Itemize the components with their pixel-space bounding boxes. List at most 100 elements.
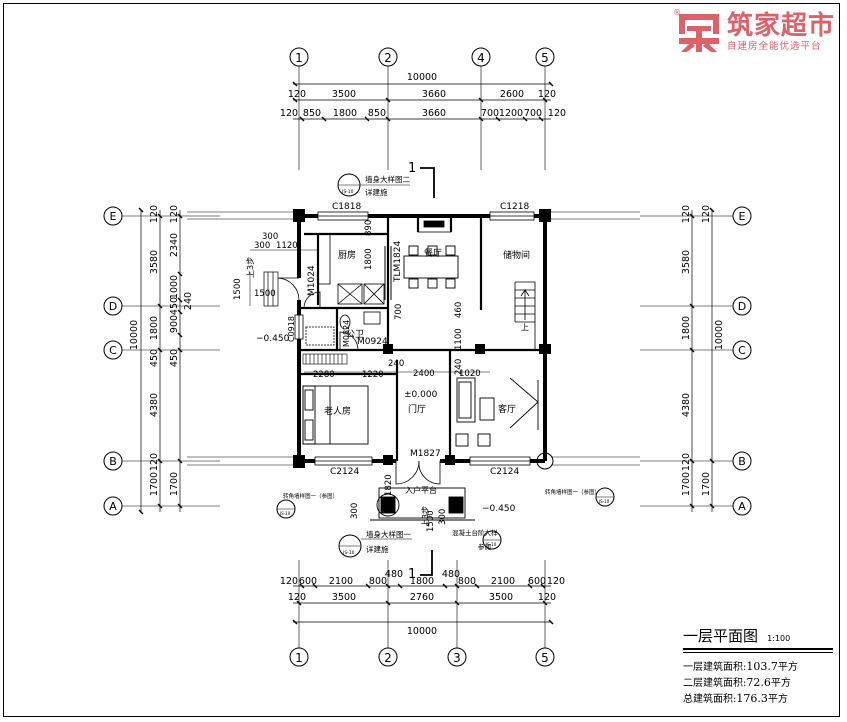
- dim-top-r1-4: 120: [538, 89, 556, 100]
- axis-bottom-1: 1: [295, 651, 303, 665]
- axis-bubbles-right: E D C B A: [732, 206, 752, 516]
- drawing-scale: 1:100: [767, 634, 791, 643]
- dim-left-total: 10000: [129, 320, 140, 350]
- area-label-2: 二层建筑面积:: [683, 678, 747, 689]
- dim-bot-r2-2: 2760: [410, 592, 434, 603]
- axis-left-B: B: [109, 455, 117, 468]
- brand-logo[interactable]: 筑家超市 自建房全能优选平台 ®: [673, 8, 835, 52]
- axis-bubbles-top: 1 2 4 5: [289, 47, 555, 67]
- dim-top-r1-0: 120: [288, 89, 306, 100]
- detail-bottom-sub: 详建施: [366, 544, 389, 554]
- detail-left-label: 转角墙样图一（参图）: [283, 492, 338, 500]
- dim-top-r2-1: 850: [303, 108, 321, 119]
- label-m1024: M1024: [307, 265, 317, 296]
- detail-right-label: 转角墙样图一（参图）: [545, 488, 600, 496]
- dim-top-r2-0: 120: [280, 108, 298, 119]
- area-unit-2: 平方: [770, 678, 791, 689]
- room-bath: 公卫: [346, 329, 364, 340]
- dim-right-r2-1: 1700: [701, 472, 712, 496]
- label-step-left: 上3步: [246, 257, 255, 278]
- brand-slogan: 自建房全能优选平台: [726, 40, 822, 52]
- idim-1500c: 1500: [426, 510, 436, 532]
- axis-bubbles-bottom: 1 2 3 5: [289, 647, 555, 667]
- area-unit-3: 平方: [767, 694, 788, 705]
- idim-300b: 300: [254, 241, 270, 251]
- area-label-3: 总建筑面积:: [683, 694, 737, 705]
- idim-890: 890: [364, 220, 374, 236]
- axis-right-D: D: [738, 300, 746, 313]
- dim-bot-r1-0: 120: [280, 576, 298, 587]
- detail-top-label: 墙身大样图二: [365, 174, 410, 184]
- columns: [293, 209, 551, 468]
- detail-code-left: JS-10: [279, 511, 291, 516]
- area-row-2: 二层建筑面积:72.6平方: [683, 675, 833, 691]
- axis-left-A: A: [109, 500, 117, 513]
- room-dining: 餐厅: [424, 247, 442, 259]
- axis-lines: [122, 66, 733, 648]
- dim-bot-r2-4: 120: [538, 592, 556, 603]
- sliding-door: [384, 246, 392, 300]
- idim-460: 460: [454, 302, 464, 318]
- windows: [294, 211, 535, 466]
- label-c0918: C0918: [287, 316, 296, 342]
- kitchen-fixtures: [317, 233, 385, 305]
- dim-top-r1-2: 3660: [422, 89, 446, 100]
- detail-entry-label: 混凝土台阶大样: [452, 528, 498, 537]
- label-c2124-right: C2124: [490, 467, 519, 477]
- room-living: 客厅: [498, 403, 516, 415]
- detail-top-sub: 详建施: [365, 187, 388, 197]
- axis-top-2: 2: [384, 51, 392, 65]
- idim-300c: 300: [350, 503, 360, 519]
- dim-bot-r1-8: 2100: [491, 576, 515, 587]
- dim-left-r1-0: 120: [149, 205, 160, 223]
- idim-2280: 2280: [313, 370, 335, 380]
- idim-700: 700: [394, 304, 404, 320]
- detail-callout-right: JS-10 转角墙样图一（参图）: [545, 487, 615, 507]
- label-m0824: M0824: [342, 320, 351, 347]
- dining-table: [403, 245, 459, 289]
- dim-bot-r1-2: 2100: [329, 576, 353, 587]
- idim-240: 240: [454, 359, 464, 375]
- dim-top-total: 10000: [407, 72, 437, 83]
- dim-top-r2-3: 850: [368, 108, 386, 119]
- bathroom-fixtures: [305, 311, 381, 346]
- area-row-1: 一层建筑面积:103.7平方: [683, 659, 833, 675]
- label-elev-neg-right: −0.450: [482, 504, 516, 514]
- area-value-3: 176.3: [736, 692, 768, 705]
- dim-left-r1-1: 3580: [149, 250, 160, 274]
- brand-mark-icon: [678, 14, 719, 52]
- dim-top-r2-5: 700: [481, 108, 499, 119]
- ground-lines: [187, 211, 640, 466]
- dim-top-r2-7: 700: [524, 108, 542, 119]
- dim-left-r2-3: 450: [169, 297, 180, 315]
- dim-left-r1-6: 1700: [149, 472, 160, 496]
- label-c1818: C1818: [332, 202, 361, 212]
- axis-right-E: E: [739, 210, 746, 223]
- idim-1500: 1500: [233, 278, 243, 300]
- dim-bot-r1-5: 1800: [410, 576, 434, 587]
- axis-top-5: 5: [541, 51, 549, 65]
- dim-right-r1-0: 120: [681, 205, 692, 223]
- dim-right-r1-3: 4380: [681, 393, 692, 417]
- dim-left-r2-1: 2340: [169, 233, 180, 257]
- dim-right-r1-4: 120: [681, 453, 692, 471]
- section-mark-top: 1: [408, 161, 416, 176]
- label-c2124-left: C2124: [330, 467, 359, 477]
- dim-bot-r2-3: 3500: [489, 592, 513, 603]
- axis-left-D: D: [109, 300, 117, 313]
- dim-top-r2-4: 3660: [422, 108, 446, 119]
- dims-bottom: [292, 583, 554, 625]
- axis-bottom-5: 5: [541, 651, 549, 665]
- entry-platform: [370, 487, 475, 521]
- living-furniture: [455, 377, 539, 447]
- dim-bot-r1-6: 480: [442, 569, 460, 580]
- axis-right-A: A: [738, 500, 746, 513]
- room-storage: 储物间: [503, 249, 530, 261]
- dim-bot-r2-0: 120: [288, 592, 306, 603]
- top-counter: [417, 215, 452, 233]
- dim-top-r2-2: 1800: [333, 108, 357, 119]
- idim-1220: 1220: [362, 370, 384, 380]
- side-steps: [263, 271, 279, 307]
- idim-1100: 1100: [454, 328, 464, 350]
